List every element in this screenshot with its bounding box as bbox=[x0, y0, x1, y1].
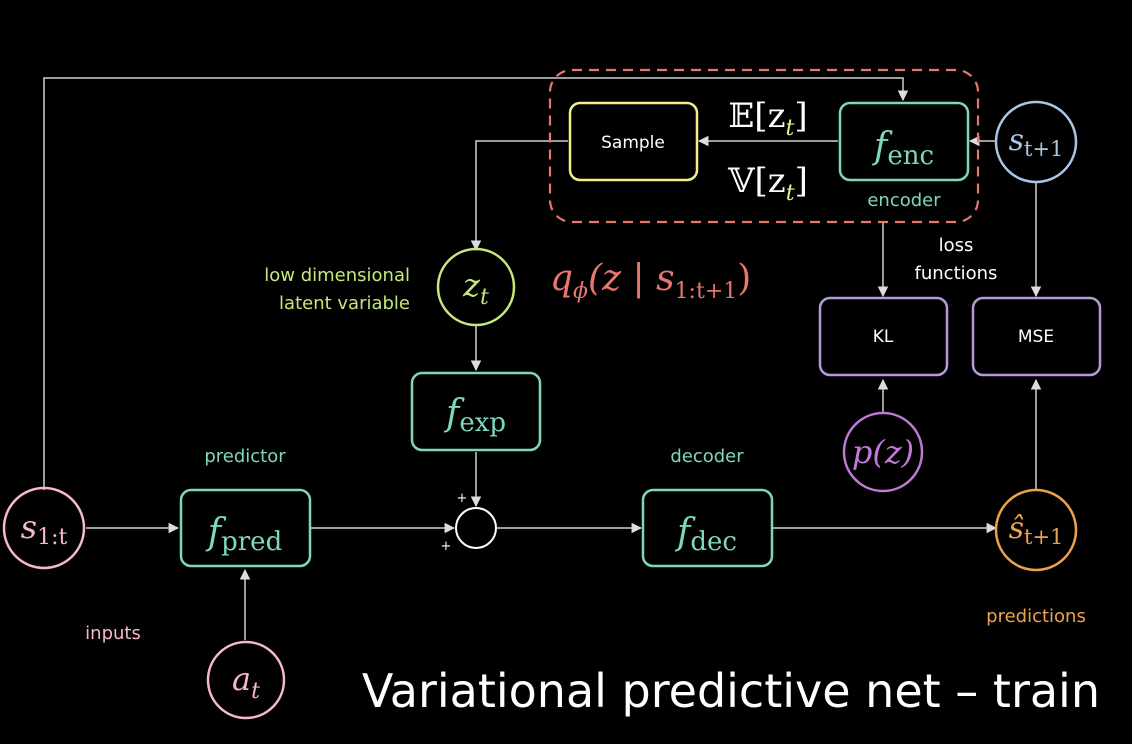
box-f-exp: fexp bbox=[410, 371, 542, 452]
predictions-label: predictions bbox=[986, 606, 1086, 627]
box-f-dec: fdec bbox=[641, 488, 774, 568]
connectors bbox=[43, 77, 1042, 640]
box-sample: Sample bbox=[568, 101, 699, 182]
box-mse: MSE bbox=[971, 296, 1102, 377]
encoder-label: encoder bbox=[867, 190, 941, 211]
sample-label: Sample bbox=[601, 133, 665, 153]
svg-text:s1:t: s1:t bbox=[21, 508, 68, 550]
node-a-t: at bbox=[206, 640, 286, 720]
inputs-label: inputs bbox=[85, 623, 141, 644]
latent-label-line2: latent variable bbox=[279, 293, 410, 314]
svg-text:at: at bbox=[232, 660, 260, 704]
loss-label-line1: loss bbox=[939, 235, 974, 256]
slide-title: Variational predictive net – train bbox=[362, 664, 1100, 718]
svg-text:ŝt+1: ŝt+1 bbox=[1009, 511, 1064, 549]
f-enc-sub: enc bbox=[887, 141, 934, 171]
node-s-1t: s1:t bbox=[2, 486, 86, 570]
svg-text:fexp: fexp bbox=[443, 393, 506, 438]
node-p-z: p(z) bbox=[842, 411, 924, 493]
encoder-posterior-region bbox=[548, 68, 980, 224]
box-f-enc: fenc bbox=[838, 101, 970, 182]
svg-text:fpred: fpred bbox=[205, 512, 282, 557]
variance-label: 𝕍[zt] bbox=[727, 161, 808, 206]
svg-text:fdec: fdec bbox=[674, 512, 737, 557]
f-dec-sub: dec bbox=[690, 527, 737, 557]
latent-label-line1: low dimensional bbox=[264, 265, 410, 286]
box-kl: KL bbox=[818, 296, 949, 377]
predictor-label: predictor bbox=[204, 446, 286, 467]
decoder-label: decoder bbox=[670, 446, 744, 467]
sum-node: + + bbox=[441, 491, 497, 554]
svg-text:zt: zt bbox=[462, 266, 489, 310]
node-s-hat: ŝt+1 bbox=[994, 488, 1078, 572]
kl-label: KL bbox=[873, 327, 894, 347]
posterior-label: qϕ(z | s1:t+1) bbox=[550, 258, 751, 304]
f-pred-sub: pred bbox=[221, 527, 282, 557]
node-z-t: zt bbox=[436, 247, 516, 327]
svg-text:fenc: fenc bbox=[871, 126, 934, 171]
svg-text:p(z): p(z) bbox=[852, 433, 914, 471]
loss-label-line2: functions bbox=[915, 263, 998, 284]
mse-label: MSE bbox=[1018, 327, 1054, 347]
plus-top: + bbox=[457, 491, 468, 506]
svg-text:st+1: st+1 bbox=[1009, 123, 1064, 161]
expectation-label: 𝔼[zt] bbox=[728, 96, 807, 141]
edge-s1t-to-encoder bbox=[43, 77, 909, 490]
box-f-pred: fpred bbox=[179, 488, 312, 568]
node-s-t1: st+1 bbox=[994, 100, 1078, 184]
edge-sample-to-zt bbox=[470, 140, 568, 252]
f-exp-sub: exp bbox=[459, 408, 506, 438]
plus-bottom: + bbox=[441, 539, 452, 554]
